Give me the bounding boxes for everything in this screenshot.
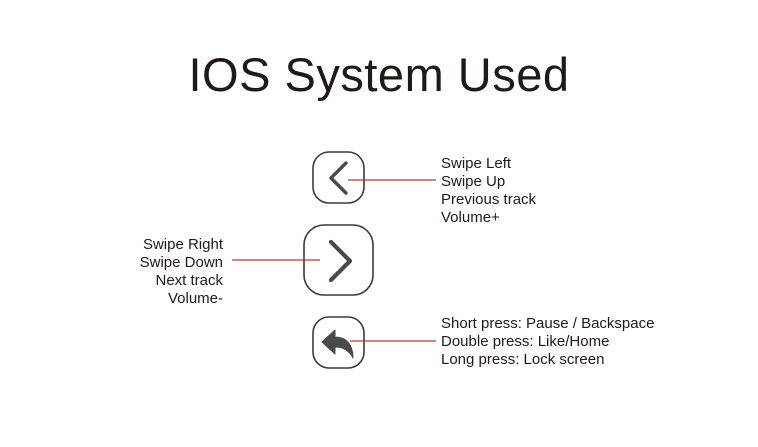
back-arrow-icon (321, 329, 354, 359)
chevron-left-icon (329, 161, 348, 195)
previous-labels: Swipe Left Swipe Up Previous track Volum… (441, 155, 536, 227)
back-labels: Short press: Pause / Backspace Double pr… (441, 315, 654, 369)
label-line: Volume- (167, 290, 223, 307)
label-line: Next track (155, 272, 223, 289)
back-button (312, 316, 436, 369)
label-line: Swipe Right (142, 236, 223, 253)
label-line: Swipe Up (441, 173, 506, 190)
label-line: Previous track (441, 191, 537, 208)
label-line: Volume+ (441, 209, 500, 226)
previous-button-frame (312, 151, 365, 204)
label-line: Long press: Lock screen (441, 351, 605, 368)
label-line: Short press: Pause / Backspace (441, 315, 655, 332)
label-line: Swipe Left (441, 155, 512, 172)
label-line: Swipe Down (139, 254, 223, 271)
next-button (232, 224, 374, 296)
previous-button (312, 151, 436, 204)
next-labels: Swipe Right Swipe Down Next track Volume… (140, 236, 223, 308)
label-line: Double press: Like/Home (441, 333, 610, 350)
page-title: IOS System Used (188, 48, 570, 101)
chevron-right-icon (328, 239, 353, 283)
